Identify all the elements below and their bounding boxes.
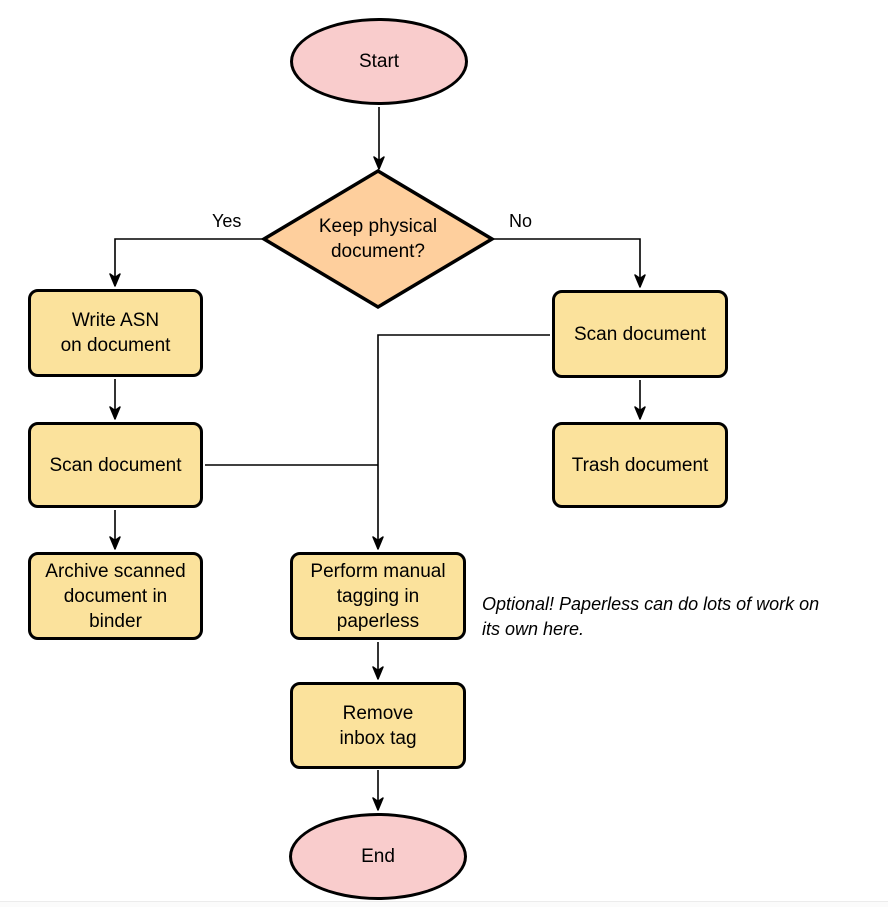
node-archive-document-label: Archive scanned document in binder (45, 560, 186, 632)
decision-diamond-shape (260, 168, 496, 310)
node-start: Start (290, 18, 468, 105)
node-scan-document-right-label: Scan document (573, 323, 707, 345)
node-remove-inbox-tag-label: Remove inbox tag (339, 702, 417, 749)
edge-scan-right-to-tagging (372, 334, 550, 550)
node-start-label: Start (358, 51, 400, 72)
node-manual-tagging: Perform manual tagging in paperless (290, 552, 466, 640)
node-end: End (289, 813, 467, 900)
node-scan-document-right: Scan document (552, 290, 728, 378)
node-scan-document-left-label: Scan document (49, 454, 182, 476)
node-decision-label: Keep physical document? (318, 216, 438, 262)
node-decision: Keep physical document? (288, 210, 468, 268)
node-manual-tagging-label: Perform manual tagging in paperless (310, 560, 446, 632)
node-write-asn: Write ASN on document (28, 289, 203, 377)
annotation-optional-note: Optional! Paperless can do lots of work … (482, 594, 820, 639)
node-scan-document-left: Scan document (28, 422, 203, 508)
edge-decision-yes-to-write-asn (109, 238, 263, 287)
edge-label-no: No (507, 211, 535, 231)
bottom-edge-strip (0, 901, 888, 907)
node-archive-document: Archive scanned document in binder (28, 552, 203, 640)
node-remove-inbox-tag: Remove inbox tag (290, 682, 466, 769)
edge-label-yes: Yes (210, 211, 244, 231)
edge-decision-no-to-scan-right (493, 238, 646, 288)
node-trash-document-label: Trash document (571, 454, 709, 476)
node-end-label: End (361, 846, 395, 867)
node-write-asn-label: Write ASN on document (60, 310, 171, 356)
node-trash-document: Trash document (552, 422, 728, 508)
